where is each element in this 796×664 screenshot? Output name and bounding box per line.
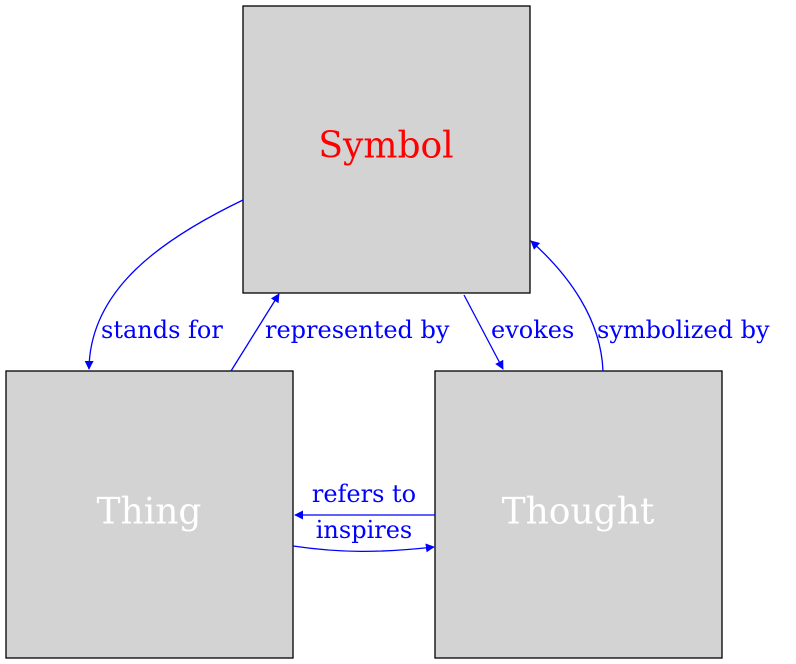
edge-represented-by-label: represented by [265, 316, 450, 344]
node-thought[interactable]: Thought [434, 370, 723, 659]
node-thought-label: Thought [502, 492, 655, 533]
edge-symbolized-by-label: symbolized by [597, 316, 770, 344]
edge-evokes-label: evokes [491, 316, 574, 344]
node-thing-label: Thing [97, 492, 202, 533]
node-thing[interactable]: Thing [5, 370, 294, 659]
edge-represented-by: represented by [230, 293, 450, 372]
node-symbol-label: Symbol [318, 126, 453, 167]
edge-stands-for-label: stands for [101, 316, 223, 344]
node-symbol[interactable]: Symbol [242, 5, 531, 294]
edge-symbolized-by: symbolized by [530, 240, 770, 372]
edge-refers-to: refers to [294, 480, 435, 520]
edge-refers-to-label: refers to [312, 480, 416, 508]
edge-inspires-label: inspires [316, 516, 412, 544]
edge-stands-for: stands for [84, 199, 244, 370]
edge-evokes: evokes [463, 294, 574, 370]
edge-inspires: inspires [292, 516, 435, 553]
